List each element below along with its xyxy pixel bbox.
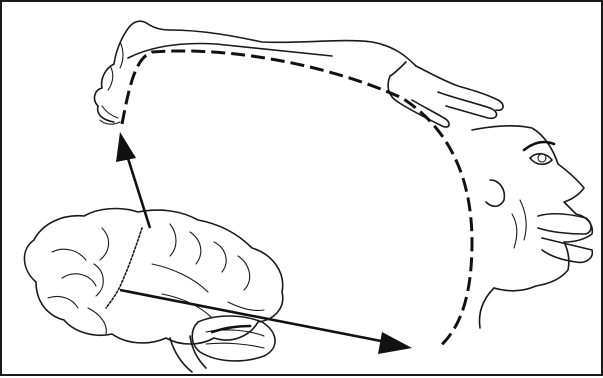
neck [480,288,494,328]
sensory-arrow-shaft [120,290,386,342]
brain-gyri-mid [88,228,109,334]
fist-outline [95,21,170,122]
brain-gyri-lower [152,264,264,318]
face-profile [472,126,592,291]
brain-gyri-back [170,224,250,290]
hand-finger-1 [416,66,503,110]
brain-gyri-front [48,249,96,308]
face [472,126,592,328]
brain [24,209,282,372]
arm-top-outline [170,30,416,66]
hand-and-arm [95,21,504,127]
sensory-arrow-head [378,332,412,354]
ear [486,180,504,206]
eye [530,154,552,165]
sensory-arrow [120,290,412,354]
open-mouth-upper [538,214,591,234]
brain-outline [24,209,282,344]
central-sulcus [106,228,142,308]
dashed-pathway-line [122,51,472,348]
cerebellum [192,316,275,361]
motor-arrow-shaft [126,152,150,228]
cheek-lines [512,200,526,248]
sensory-pathway [122,51,472,348]
motor-arrow [116,132,150,228]
knuckle-lines [108,42,123,90]
pupil [538,154,546,162]
motor-arrow-head [116,132,136,162]
